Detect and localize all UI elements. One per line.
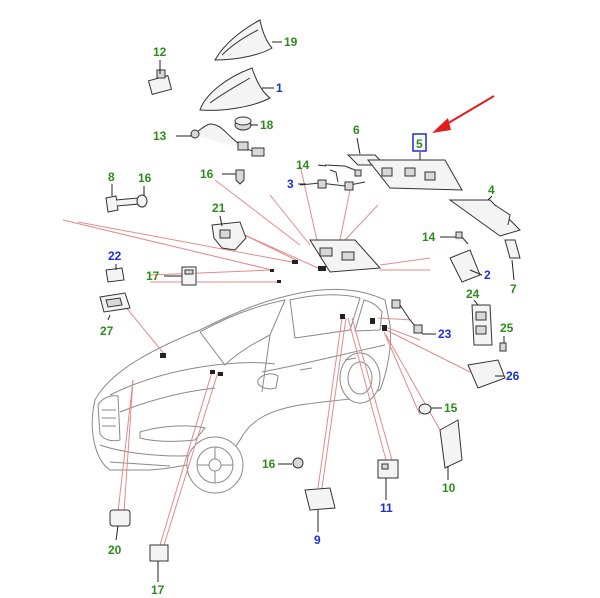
part-23-harness[interactable]	[391, 299, 423, 334]
label-25[interactable]: 25	[500, 321, 514, 335]
label-17-bottom[interactable]: 17	[151, 583, 165, 597]
part-7-bracket[interactable]	[504, 239, 521, 259]
label-23[interactable]: 23	[438, 327, 452, 341]
part-16-connector-bottom[interactable]	[292, 457, 304, 469]
label-2[interactable]: 2	[484, 268, 491, 282]
label-21[interactable]: 21	[212, 201, 226, 215]
vehicle-outline	[91, 288, 391, 494]
part-12-module[interactable]	[147, 69, 173, 95]
label-16-left[interactable]: 16	[138, 171, 152, 185]
part-20-module[interactable]	[109, 509, 131, 527]
label-17-left[interactable]: 17	[146, 269, 160, 283]
part-14-harness-top[interactable]	[324, 164, 362, 177]
part-27-bracket[interactable]	[99, 292, 131, 313]
part-15-grommet[interactable]	[418, 403, 432, 415]
part-4-trim[interactable]	[448, 199, 521, 237]
black-leader-lines	[107, 41, 515, 582]
label-27[interactable]: 27	[100, 324, 114, 338]
label-10[interactable]: 10	[442, 481, 456, 495]
part-19-antenna-cover[interactable]	[214, 19, 273, 61]
label-14-top[interactable]: 14	[296, 158, 310, 172]
part-8-sensor[interactable]	[105, 194, 148, 213]
label-16-bottom[interactable]: 16	[262, 457, 276, 471]
label-22[interactable]: 22	[108, 249, 122, 263]
part-17-module-bottom[interactable]	[149, 544, 169, 562]
label-3[interactable]: 3	[287, 177, 294, 191]
label-5[interactable]: 5	[416, 137, 423, 151]
part-25-fastener[interactable]	[499, 342, 507, 352]
part-26-module[interactable]	[467, 359, 506, 389]
label-7[interactable]: 7	[510, 282, 517, 296]
part-22-module[interactable]	[105, 267, 125, 283]
label-8[interactable]: 8	[108, 170, 115, 184]
highlight-box-part-5	[412, 133, 427, 152]
label-18[interactable]: 18	[260, 118, 274, 132]
overhead-console	[309, 239, 382, 273]
label-26[interactable]: 26	[506, 369, 520, 383]
part-24-module[interactable]	[471, 304, 493, 346]
part-1-antenna[interactable]	[199, 67, 271, 111]
label-19[interactable]: 19	[284, 35, 298, 49]
label-9[interactable]: 9	[314, 533, 321, 547]
label-1[interactable]: 1	[276, 81, 283, 95]
label-16-top[interactable]: 16	[200, 167, 214, 181]
mount-points	[160, 260, 387, 376]
part-9-module[interactable]	[304, 487, 336, 511]
callout-labels: 19 1 18 12 13 16 8 16 21 22 27 17 14 3 6…	[100, 35, 520, 597]
part-17-module-left[interactable]	[181, 266, 197, 286]
red-leader-lines	[62, 164, 471, 546]
part-3-harness[interactable]	[299, 169, 366, 191]
label-11[interactable]: 11	[380, 501, 393, 515]
label-14-right[interactable]: 14	[422, 230, 436, 244]
part-21-bracket[interactable]	[211, 221, 247, 251]
part-5-panel[interactable]	[366, 159, 463, 191]
part-10-module[interactable]	[439, 419, 463, 469]
label-13[interactable]: 13	[153, 129, 167, 143]
part-11-module[interactable]	[377, 459, 399, 479]
part-14-harness-right[interactable]	[448, 231, 469, 245]
label-12[interactable]: 12	[153, 45, 167, 59]
label-24[interactable]: 24	[466, 287, 480, 301]
label-6[interactable]: 6	[353, 123, 360, 137]
part-2-bracket[interactable]	[449, 249, 481, 283]
label-15[interactable]: 15	[444, 401, 458, 415]
label-4[interactable]: 4	[488, 183, 495, 197]
part-16-connector-top[interactable]	[235, 169, 245, 185]
part-18-grommet[interactable]	[234, 116, 252, 131]
red-arrow	[432, 95, 495, 133]
label-20[interactable]: 20	[108, 543, 122, 557]
part-13-antenna-cable[interactable]	[190, 123, 265, 157]
